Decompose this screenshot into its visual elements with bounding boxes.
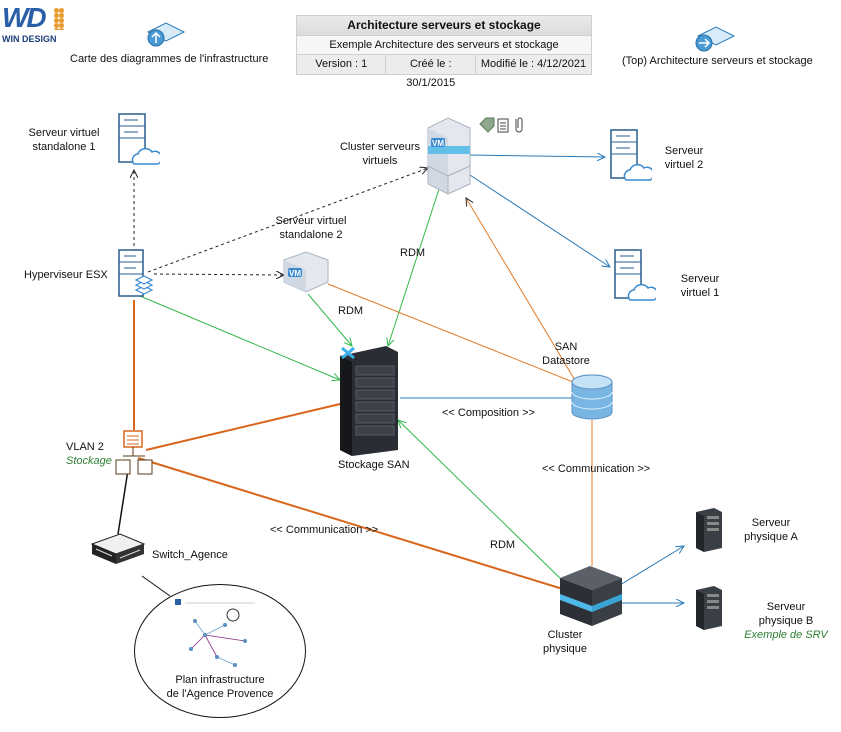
- created-date: Créé le : 30/1/2015: [386, 55, 476, 89]
- link-clusterphys-spa[interactable]: [619, 546, 684, 586]
- node-label-san-datastore: SAN Datastore: [542, 341, 590, 367]
- nav-up-button[interactable]: [140, 20, 186, 50]
- node-label-switch: Switch_Agence: [152, 549, 228, 561]
- database-icon[interactable]: [570, 374, 614, 422]
- link-vlan-san[interactable]: [145, 403, 341, 451]
- vm-icon[interactable]: VM: [282, 250, 332, 294]
- node-label-hyperviseur: Hyperviseur ESX: [24, 269, 108, 281]
- version: Version : 1: [297, 55, 387, 74]
- nav-top-label[interactable]: (Top) Architecture serveurs et stockage: [622, 55, 813, 67]
- logo: WD WIN DESIGN: [2, 2, 66, 64]
- node-label-spb: Serveur physique B Exemple de SRV: [744, 601, 828, 641]
- cloud-server-icon[interactable]: [612, 248, 656, 304]
- header-cartouche: Architecture serveurs et stockage Exempl…: [296, 15, 592, 89]
- link-clusterphys-san[interactable]: [398, 420, 567, 585]
- link-label-rdm-cluster: RDM: [400, 247, 426, 259]
- nav-top-button[interactable]: [690, 24, 736, 54]
- svg-text:VM: VM: [432, 139, 444, 148]
- diagram-title: Architecture serveurs et stockage: [296, 15, 592, 36]
- link-vlan-switch[interactable]: [117, 469, 129, 535]
- link-label-composition: << Composition >>: [442, 407, 535, 419]
- link-datastore-cluster[interactable]: [466, 198, 577, 383]
- plan-infrastructure-link[interactable]: Plan infrastructure de l'Agence Provence: [134, 584, 306, 718]
- tower-server-icon[interactable]: [692, 584, 726, 630]
- link-cluster-sv1[interactable]: [469, 174, 610, 267]
- node-label-sv1: Serveur virtuel 1: [680, 273, 720, 299]
- link-cluster-san[interactable]: [388, 185, 441, 346]
- svg-text:VM: VM: [289, 269, 301, 278]
- node-label-plan: Plan infrastructure de l'Agence Provence: [166, 674, 274, 700]
- cloud-server-icon[interactable]: [116, 112, 160, 168]
- mini-diagram-thumbnail: [175, 599, 255, 667]
- cloud-server-icon[interactable]: [608, 128, 652, 184]
- link-label-rdm-standalone2: RDM: [338, 305, 364, 317]
- right-arrow-icon: [695, 26, 736, 52]
- link-label-communication-vlan: << Communication >>: [270, 524, 379, 536]
- physical-cluster-icon[interactable]: [558, 564, 624, 630]
- node-label-cluster-virtuels: Cluster serveurs virtuels: [339, 141, 421, 167]
- link-hyp-cluster[interactable]: [147, 168, 428, 273]
- node-label-stockage-san: Stockage SAN: [338, 459, 410, 471]
- node-label-sv-standalone1: Serveur virtuel standalone 1: [28, 127, 100, 153]
- switch-icon[interactable]: [90, 532, 146, 566]
- node-label-cluster-physique: Cluster physique: [542, 629, 588, 655]
- logo-mark: WD: [2, 2, 47, 33]
- diagram-meta: Version : 1 Créé le : 30/1/2015 Modifié …: [296, 54, 592, 89]
- link-cluster-sv2[interactable]: [469, 155, 605, 157]
- link-switch-plan[interactable]: [141, 575, 171, 597]
- up-arrow-icon: [146, 22, 186, 47]
- link-vlan-clusterphys[interactable]: [137, 457, 567, 591]
- tag-note-clip-icon[interactable]: [478, 116, 526, 134]
- modified-date: Modifié le : 4/12/2021: [480, 58, 587, 70]
- vm-cluster-icon[interactable]: VM VM: [424, 116, 474, 196]
- hypervisor-server-icon[interactable]: [116, 248, 156, 300]
- link-standalone2-san[interactable]: [307, 293, 352, 346]
- node-label-sv-standalone2: Serveur virtuel standalone 2: [275, 215, 347, 241]
- logo-text: WIN DESIGN: [2, 34, 57, 44]
- link-label-rdm-clusterphys: RDM: [490, 539, 516, 551]
- link-hyp-standalone2[interactable]: [153, 274, 284, 275]
- tower-server-icon[interactable]: [692, 506, 726, 552]
- node-label-spa: Serveur physique A: [744, 517, 798, 543]
- link-hyp-san[interactable]: [139, 295, 340, 380]
- logo-dots-icon: [54, 8, 64, 30]
- nav-up-label[interactable]: Carte des diagrammes de l'infrastructure: [70, 53, 269, 65]
- san-rack-icon[interactable]: [336, 344, 400, 458]
- diagram-subtitle: Exemple Architecture des serveurs et sto…: [296, 36, 592, 54]
- link-label-communication-datastore: << Communication >>: [542, 463, 651, 475]
- vlan-icon[interactable]: [114, 430, 154, 476]
- node-label-vlan: VLAN 2 Stockage: [66, 441, 112, 467]
- link-standalone2-datastore[interactable]: [327, 283, 579, 385]
- node-label-sv2: Serveur virtuel 2: [664, 145, 704, 171]
